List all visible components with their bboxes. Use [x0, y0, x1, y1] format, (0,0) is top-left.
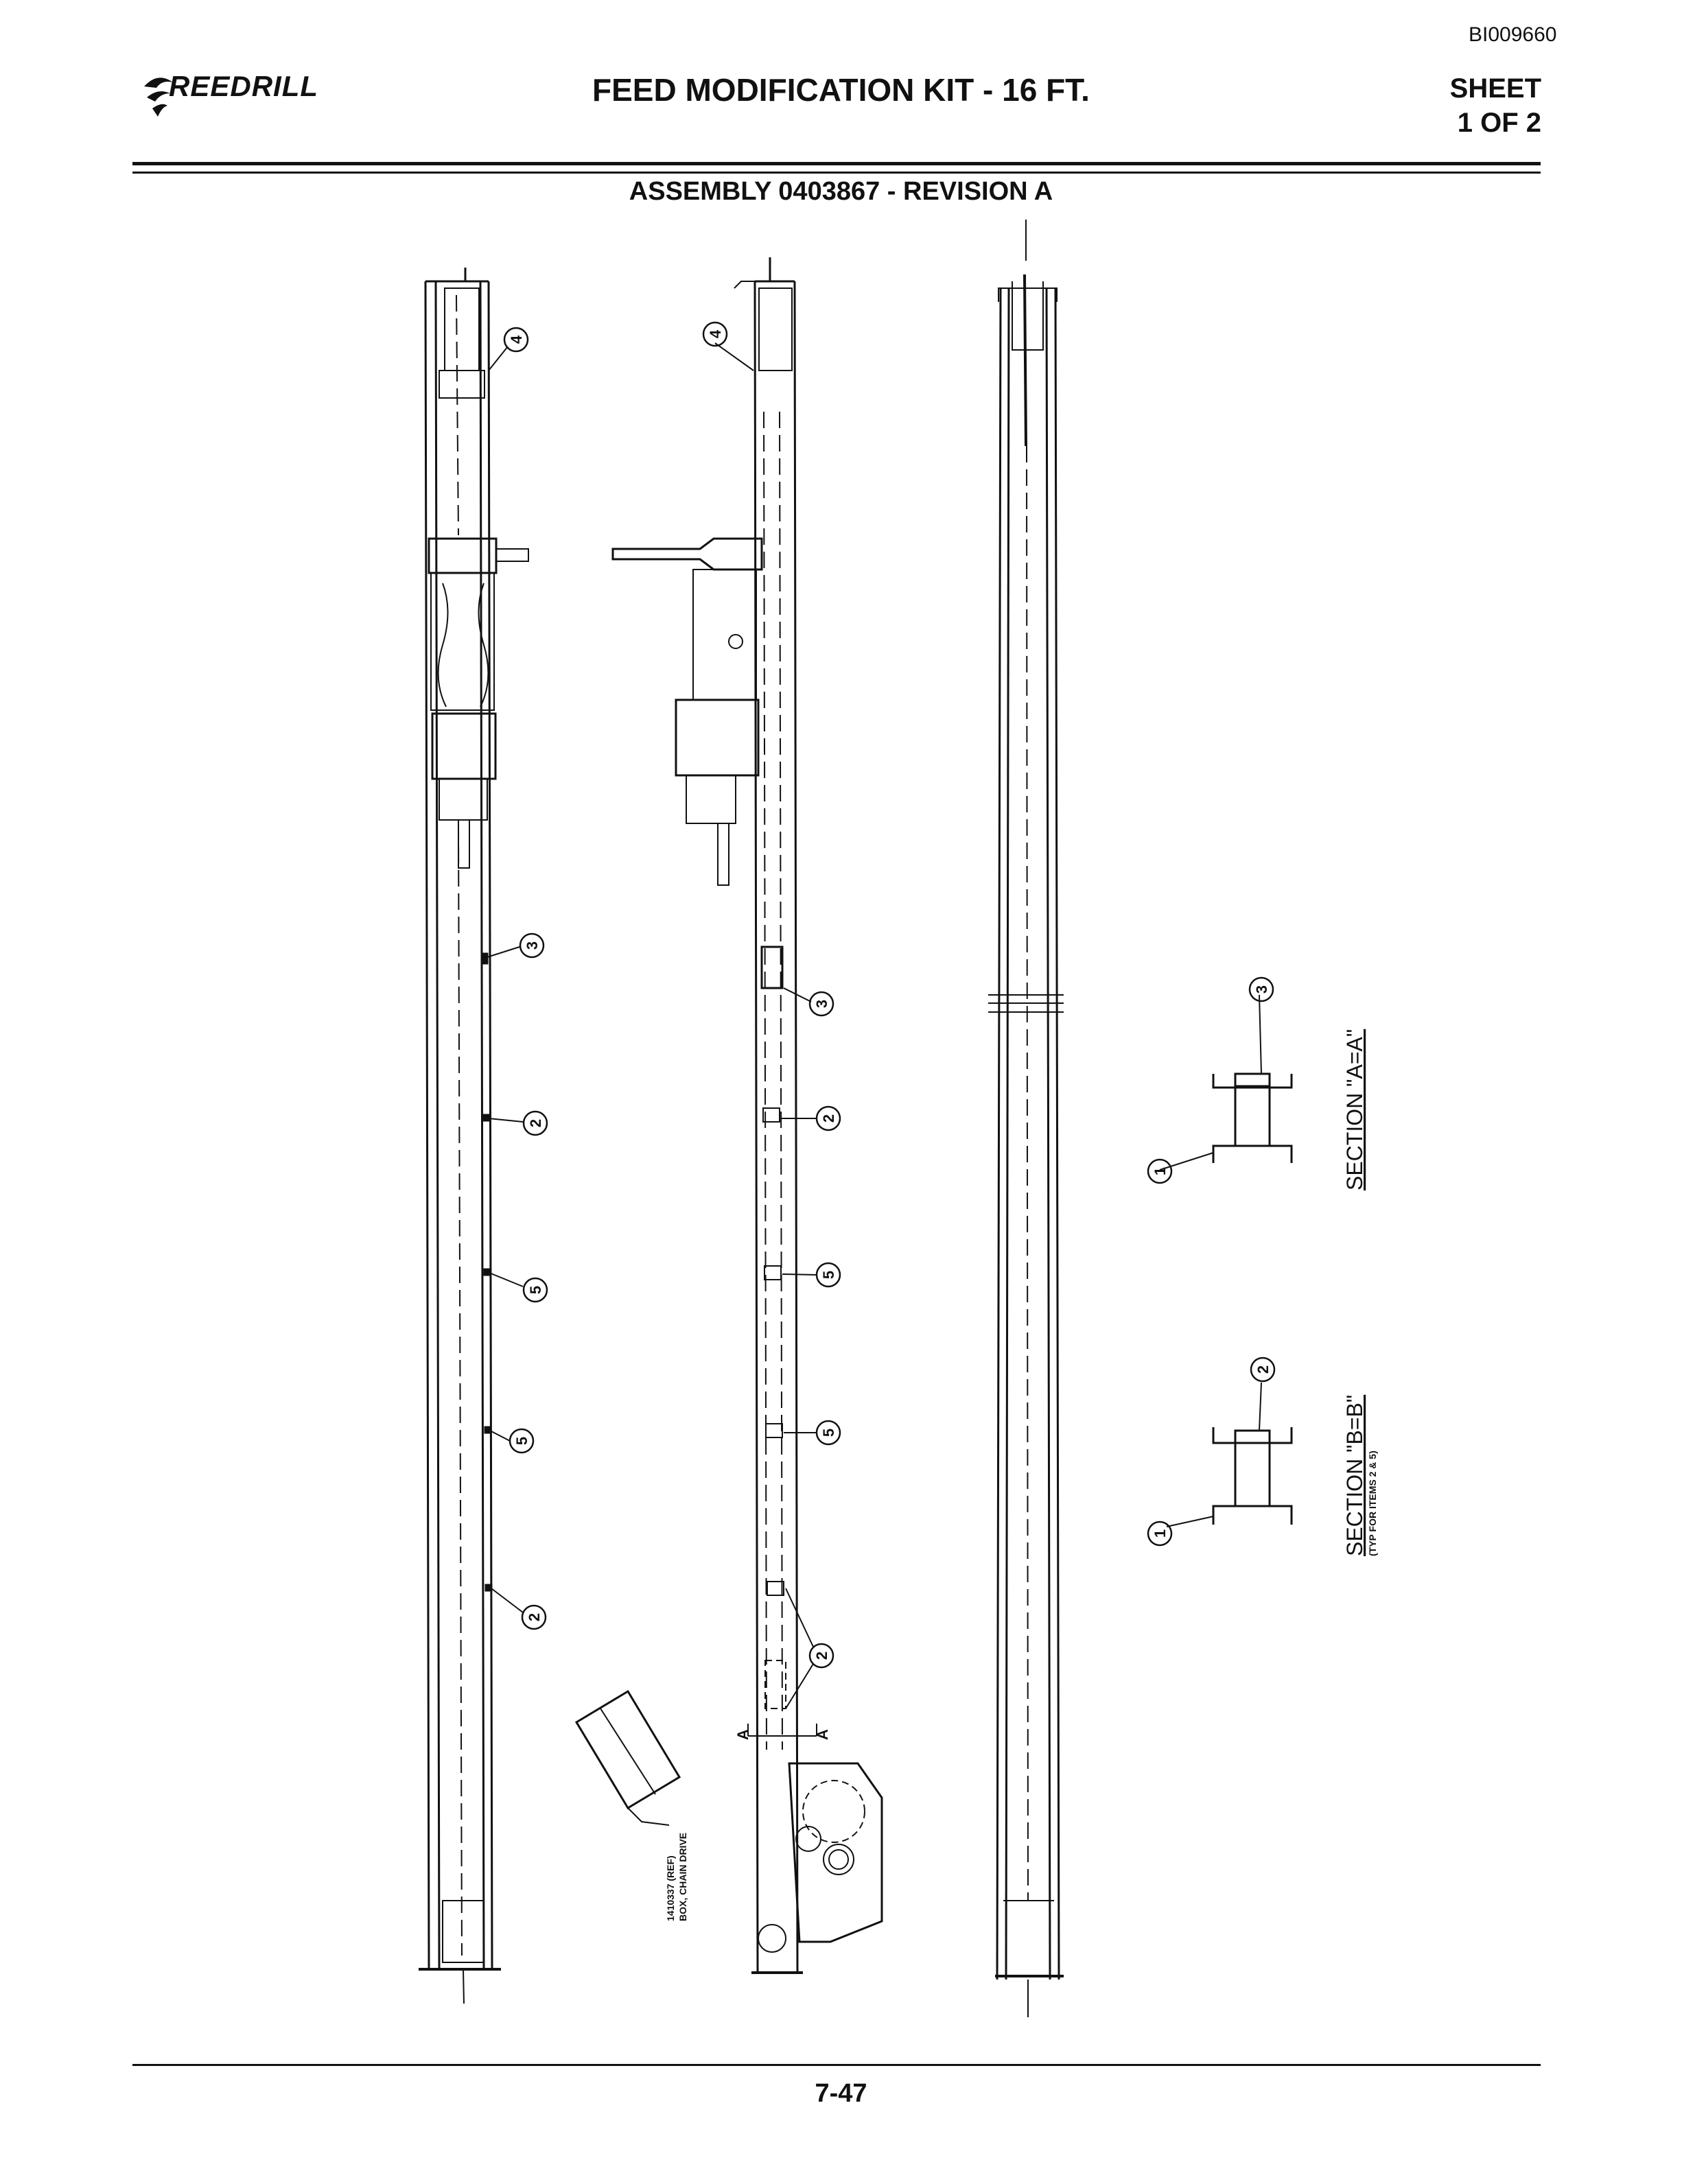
right-feed-view	[988, 220, 1064, 2017]
sheet-count: 1 OF 2	[1457, 108, 1541, 138]
left-feed-view	[419, 268, 529, 2004]
footer-rule	[132, 2064, 1541, 2066]
callout-leaders	[487, 342, 817, 1709]
callout-3-middle: 3	[813, 1000, 830, 1008]
chain-drive-ref-description: BOX, CHAIN DRIVE	[677, 1833, 688, 1921]
callout-1-section-a: 1	[1152, 1167, 1169, 1175]
reedrill-logo	[144, 78, 173, 117]
callout-3-left: 3	[524, 941, 541, 950]
header-rule-thick	[132, 162, 1541, 165]
sheet-label: SHEET	[1449, 73, 1541, 104]
section-a-a-label: SECTION "A=A"	[1342, 1029, 1367, 1190]
page-title: FEED MODIFICATION KIT - 16 FT.	[592, 72, 1090, 108]
callout-5-middle-b: 5	[820, 1429, 837, 1437]
logo-text: REEDRILL	[169, 70, 318, 102]
callout-bubbles	[503, 321, 1276, 1669]
callout-1-section-b: 1	[1152, 1529, 1169, 1538]
callout-3-section-a: 3	[1253, 985, 1270, 994]
chain-drive-ref-number: 1410337 (REF)	[665, 1855, 676, 1921]
callout-5-middle-a: 5	[820, 1271, 837, 1279]
section-cut-a-left: A	[734, 1729, 751, 1740]
callout-2-middle-a: 2	[820, 1114, 837, 1123]
section-a-a-detail	[1159, 994, 1293, 1171]
logo-swirl-icon	[144, 78, 173, 117]
section-b-b-note: (TYP FOR ITEMS 2 & 5)	[1367, 1451, 1378, 1556]
middle-feed-view	[611, 257, 883, 1974]
sheet-indicator: SHEET 1 OF 2	[1450, 71, 1541, 140]
callout-2-section-b: 2	[1254, 1365, 1272, 1374]
assembly-subtitle: ASSEMBLY 0403867 - REVISION A	[629, 177, 1053, 206]
section-cut-a-right: A	[814, 1729, 831, 1740]
callout-5-left-b: 5	[513, 1437, 530, 1445]
callout-4-middle: 4	[707, 329, 724, 338]
callout-2-middle-b: 2	[813, 1652, 830, 1660]
chain-drive-box-ref	[574, 1689, 681, 1826]
callout-5-left-a: 5	[527, 1286, 544, 1294]
header-rule-thin	[132, 172, 1541, 174]
page-number: 7-47	[815, 2079, 867, 2108]
callout-2-left-b: 2	[526, 1613, 543, 1621]
document-id: BI009660	[1469, 23, 1557, 46]
section-b-b-label: SECTION "B=B"	[1342, 1395, 1367, 1556]
callout-2-left-a: 2	[527, 1119, 544, 1127]
callout-4-left: 4	[508, 335, 525, 344]
section-b-b-detail	[1166, 1382, 1293, 1527]
